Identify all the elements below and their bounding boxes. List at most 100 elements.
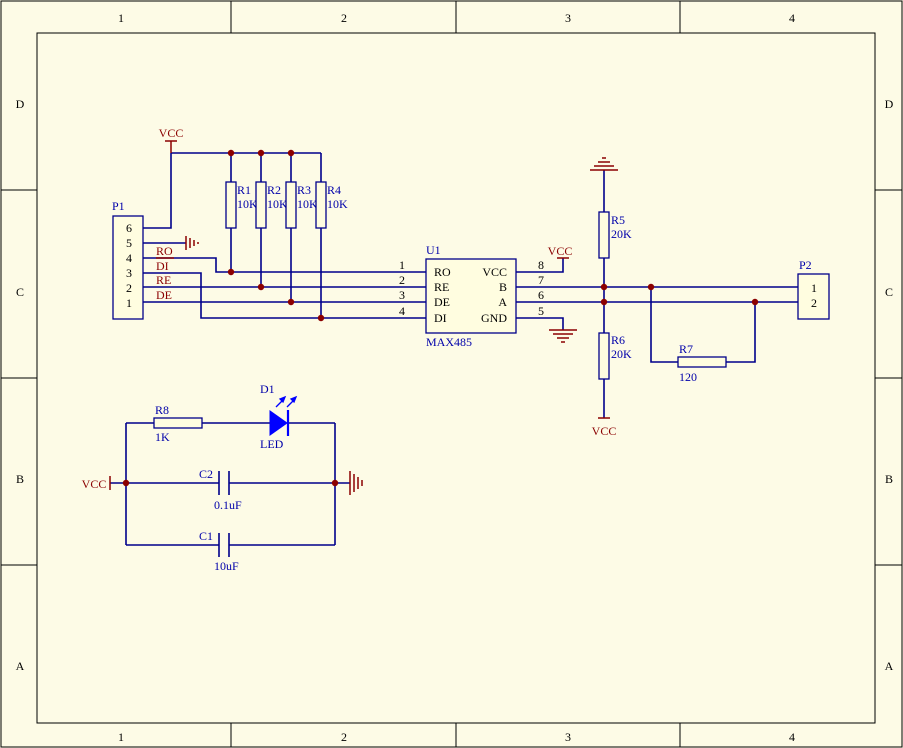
resistor-r7: R7 120 (677, 342, 727, 384)
svg-text:1K: 1K (155, 430, 170, 444)
frame-col-label: 2 (341, 11, 347, 25)
svg-text:B: B (499, 280, 507, 294)
svg-text:10K: 10K (297, 197, 318, 211)
ic-u1: U1 MAX485 RO RE DE DI VCC B A GND 1 2 3 … (399, 243, 544, 349)
svg-text:1: 1 (811, 281, 817, 295)
frame-row-label: A (885, 659, 894, 673)
ground-icon (185, 236, 199, 250)
resistor-r8: R8 1K (153, 403, 203, 444)
frame-row-label: B (16, 472, 24, 486)
svg-text:20K: 20K (611, 227, 632, 241)
svg-text:7: 7 (538, 273, 544, 287)
svg-text:P2: P2 (799, 258, 812, 272)
svg-text:U1: U1 (426, 243, 441, 257)
inner-border (36, 32, 876, 724)
svg-text:3: 3 (126, 266, 132, 280)
frame-row-label: C (885, 285, 893, 299)
svg-text:VCC: VCC (82, 477, 107, 491)
svg-text:VCC: VCC (159, 126, 184, 140)
svg-text:R1: R1 (237, 183, 251, 197)
svg-text:R6: R6 (611, 333, 625, 347)
net-label-di: DI (156, 259, 169, 273)
light-emission-icon (275, 395, 298, 408)
svg-text:1: 1 (399, 258, 405, 272)
svg-text:C1: C1 (199, 529, 213, 543)
svg-text:R7: R7 (679, 342, 693, 356)
ground-icon (549, 329, 577, 343)
svg-text:R5: R5 (611, 213, 625, 227)
resistor-r1: R1 10K (225, 181, 258, 229)
net-label-de: DE (156, 288, 172, 302)
ground-icon (349, 471, 363, 495)
svg-text:LED: LED (260, 437, 284, 451)
svg-text:5: 5 (538, 304, 544, 318)
svg-text:P1: P1 (112, 199, 125, 213)
led-d1: D1 LED (260, 382, 298, 451)
capacitor-c2: C2 0.1uF (199, 467, 242, 512)
svg-text:10K: 10K (237, 197, 258, 211)
wires (110, 152, 798, 546)
svg-text:R2: R2 (267, 183, 281, 197)
svg-text:10K: 10K (327, 197, 348, 211)
frame-col-label: 1 (118, 730, 124, 744)
resistor-r2: R2 10K (255, 181, 288, 229)
resistor-r3: R3 10K (285, 181, 318, 229)
connector-p1: P1 6 5 4 3 2 1 (112, 199, 144, 320)
svg-text:D1: D1 (260, 382, 275, 396)
svg-text:GND: GND (481, 311, 507, 325)
svg-text:1: 1 (126, 296, 132, 310)
svg-text:C2: C2 (199, 467, 213, 481)
capacitor-c1: C1 10uF (199, 529, 239, 573)
svg-text:2: 2 (811, 296, 817, 310)
svg-text:RE: RE (434, 280, 449, 294)
svg-text:VCC: VCC (548, 244, 573, 258)
svg-text:10K: 10K (267, 197, 288, 211)
svg-text:DI: DI (434, 311, 447, 325)
svg-text:2: 2 (126, 281, 132, 295)
frame-row-label: D (16, 97, 25, 111)
ground-icon (590, 157, 618, 171)
svg-text:DE: DE (434, 295, 450, 309)
svg-text:4: 4 (126, 251, 132, 265)
svg-text:6: 6 (126, 221, 132, 235)
frame-row-label: C (16, 285, 24, 299)
svg-text:A: A (498, 295, 507, 309)
junction-dots (122, 149, 759, 487)
svg-text:120: 120 (679, 370, 697, 384)
frame-row-label: D (885, 97, 894, 111)
svg-text:4: 4 (399, 304, 405, 318)
svg-text:RO: RO (434, 265, 451, 279)
vcc-symbol-r6: VCC (592, 417, 617, 438)
svg-text:6: 6 (538, 288, 544, 302)
frame-row-label: B (885, 472, 893, 486)
svg-text:5: 5 (126, 236, 132, 250)
vcc-symbol-p1: VCC (159, 126, 184, 153)
svg-text:20K: 20K (611, 347, 632, 361)
resistor-r6: R6 20K (598, 332, 632, 380)
svg-text:MAX485: MAX485 (426, 335, 472, 349)
svg-text:8: 8 (538, 258, 544, 272)
svg-text:10uF: 10uF (214, 559, 239, 573)
svg-text:R3: R3 (297, 183, 311, 197)
net-label-re: RE (156, 273, 171, 287)
vcc-symbol-u1: VCC (548, 244, 573, 259)
vcc-symbol-led: VCC (82, 476, 111, 491)
frame-col-label: 1 (118, 11, 124, 25)
svg-text:R8: R8 (155, 403, 169, 417)
resistor-r5: R5 20K (598, 211, 632, 259)
svg-text:0.1uF: 0.1uF (214, 498, 242, 512)
frame-col-label: 4 (789, 11, 795, 25)
frame-col-label: 4 (789, 730, 795, 744)
net-label-ro: RO (156, 244, 173, 258)
svg-text:3: 3 (399, 288, 405, 302)
frame-col-label: 2 (341, 730, 347, 744)
svg-text:VCC: VCC (592, 424, 617, 438)
svg-text:R4: R4 (327, 183, 341, 197)
resistor-r4: R4 10K (315, 181, 348, 229)
frame-col-label: 3 (565, 11, 571, 25)
svg-text:VCC: VCC (482, 265, 507, 279)
frame-col-label: 3 (565, 730, 571, 744)
frame-row-label: A (16, 659, 25, 673)
